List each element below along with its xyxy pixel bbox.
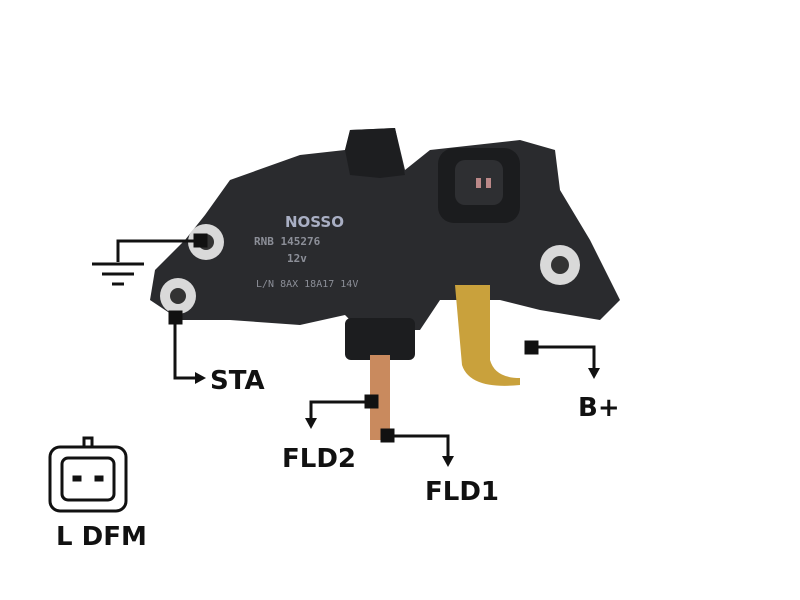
fld2-callout bbox=[305, 394, 379, 429]
brand-logo: NOSSO bbox=[285, 213, 344, 231]
brush-fld bbox=[370, 355, 390, 440]
part-voltage: 12v bbox=[287, 252, 307, 265]
b-plus-label: B+ bbox=[578, 393, 620, 423]
fld1-label: FLD1 bbox=[425, 477, 499, 507]
connector-icon bbox=[48, 436, 128, 513]
regulator-body: NOSSO RNB 145276 12v L/N 8AX 18A17 14V bbox=[150, 128, 620, 440]
brush-holder bbox=[345, 318, 415, 360]
ground-callout bbox=[92, 233, 208, 286]
part-lot: L/N 8AX 18A17 14V bbox=[256, 279, 358, 290]
sta-label: STA bbox=[210, 366, 265, 396]
b-plus-callout bbox=[524, 340, 600, 379]
sta-callout bbox=[168, 310, 206, 384]
fld2-label: FLD2 bbox=[282, 444, 356, 474]
part-model: RNB 145276 bbox=[254, 235, 321, 248]
b-plus-terminal bbox=[455, 285, 520, 386]
fld1-callout bbox=[380, 428, 454, 467]
connector-label: L DFM bbox=[56, 522, 147, 552]
